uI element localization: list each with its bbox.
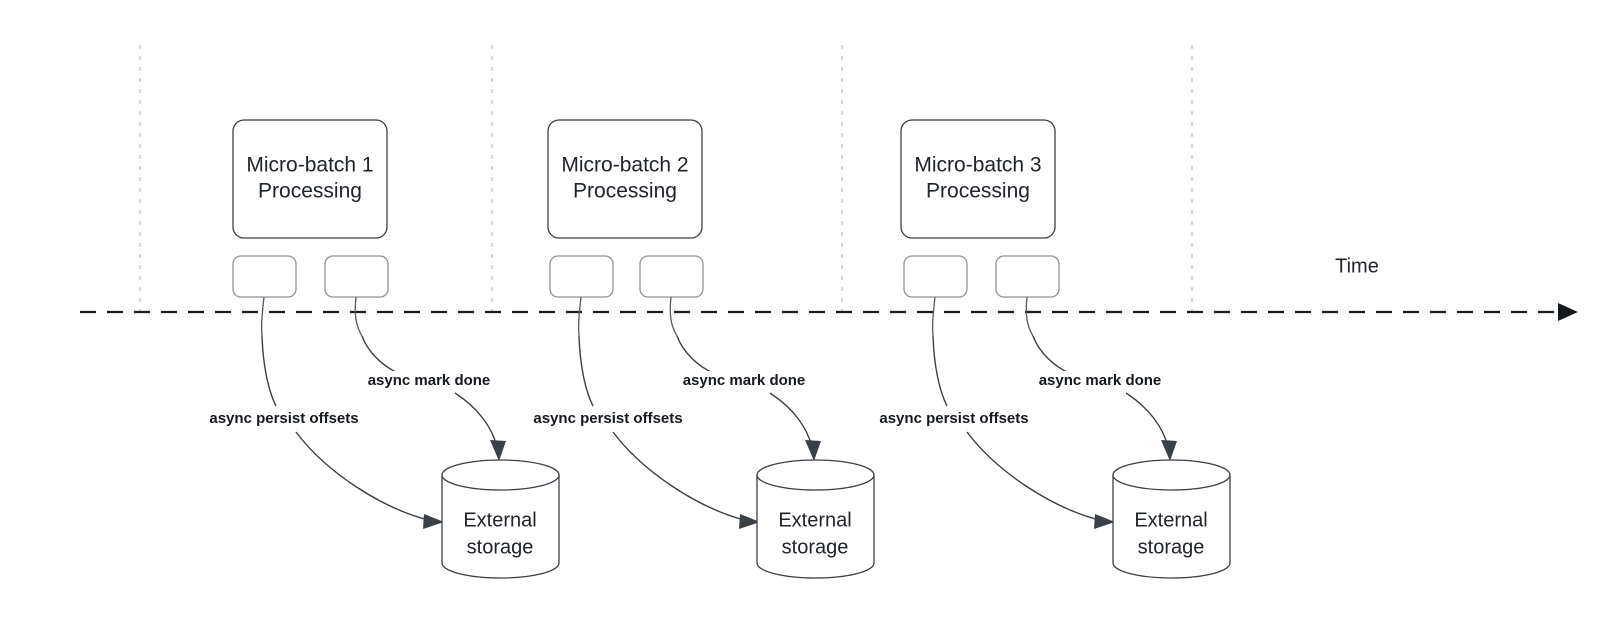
group-1-task-box-b[interactable]	[324, 255, 389, 298]
group-2-mark-done-label: async mark done	[683, 372, 806, 389]
micro-batch-1-label-line2: Processing	[258, 180, 362, 203]
group-3-mark-done-curve-upper	[1032, 335, 1072, 375]
group-2-storage-body	[756, 475, 875, 579]
group-3-persist-label-bg	[864, 409, 1046, 429]
group-1-storage-body	[441, 475, 560, 579]
micro-batch-group-1: Micro-batch 1 Processing async persist o…	[194, 119, 560, 579]
group-1-mark-done-label: async mark done	[368, 372, 491, 389]
group-3-persist-offsets-arrow-icon	[1094, 514, 1115, 529]
group-3-storage-label-line2: storage	[1138, 536, 1205, 558]
group-3-storage-top	[1112, 459, 1231, 491]
micro-batch-group-2: Micro-batch 2 Processing async persist o…	[518, 119, 875, 579]
group-3-task-box-a[interactable]	[903, 255, 968, 298]
group-3-storage-label-line1: External	[1134, 509, 1207, 531]
group-2-mark-done-curve-lower	[769, 392, 813, 448]
group-3-persist-offsets-curve-lower	[966, 431, 1104, 522]
group-1-task-box-a[interactable]	[232, 255, 297, 298]
group-1-external-storage[interactable]: External storage	[441, 459, 560, 579]
group-2-persist-offsets-arrow-icon	[739, 514, 760, 529]
group-1-persist-offsets-curve-lower	[295, 431, 433, 522]
timeline-axis-group	[80, 303, 1578, 321]
time-axis-label: Time	[1335, 255, 1379, 277]
vertical-guides	[139, 45, 1193, 318]
group-3-stub-a	[931, 296, 936, 337]
group-3-storage-body	[1112, 475, 1231, 579]
group-1-persist-offsets-arrow-icon	[423, 514, 444, 529]
group-2-external-storage[interactable]: External storage	[756, 459, 875, 579]
group-3-mark-done-arrow-icon	[1161, 440, 1177, 461]
group-2-storage-label-line1: External	[778, 509, 851, 531]
group-2-storage-label-line2: storage	[782, 536, 849, 558]
group-2-persist-offsets-label: async persist offsets	[533, 410, 682, 427]
group-1-storage-label-line2: storage	[467, 536, 534, 558]
group-3-stub-b	[1025, 296, 1034, 337]
micro-batch-3-box[interactable]	[900, 119, 1056, 239]
group-2-persist-offsets-curve-upper	[578, 335, 594, 407]
micro-batch-2-label-line1: Micro-batch 2	[561, 154, 688, 177]
group-1-storage-top	[441, 459, 560, 491]
group-3-external-storage[interactable]: External storage	[1112, 459, 1231, 579]
micro-batch-3-label-line1: Micro-batch 3	[914, 154, 1041, 177]
group-1-stub-a	[260, 296, 265, 337]
group-3-task-box-b[interactable]	[995, 255, 1060, 298]
micro-batch-2-label-line2: Processing	[573, 180, 677, 203]
group-1-mark-done-arrow-icon	[490, 440, 506, 461]
micro-batch-group-3: Micro-batch 3 Processing async persist o…	[864, 119, 1231, 579]
group-2-task-box-b[interactable]	[639, 255, 704, 298]
group-3-mark-done-curve-lower	[1125, 392, 1169, 448]
group-3-mark-done-label: async mark done	[1039, 372, 1162, 389]
group-2-persist-offsets-curve-lower	[612, 431, 749, 522]
timeline-arrow-icon	[1558, 303, 1578, 321]
group-1-stub-b	[354, 296, 363, 337]
micro-batch-1-box[interactable]	[232, 119, 388, 239]
group-1-mark-done-curve-lower	[454, 392, 498, 448]
group-3-mark-done-label-bg	[1029, 371, 1171, 391]
group-2-task-box-a[interactable]	[549, 255, 614, 298]
micro-batch-2-box[interactable]	[547, 119, 703, 239]
group-3-persist-offsets-label: async persist offsets	[879, 410, 1028, 427]
group-1-mark-done-label-bg	[358, 371, 500, 391]
group-2-stub-a	[577, 296, 582, 337]
group-1-persist-label-bg	[194, 409, 376, 429]
group-1-persist-offsets-label: async persist offsets	[209, 410, 358, 427]
group-2-mark-done-label-bg	[673, 371, 815, 391]
group-2-storage-top	[756, 459, 875, 491]
group-3-persist-offsets-curve-upper	[932, 335, 948, 407]
micro-batch-1-label-line1: Micro-batch 1	[246, 154, 373, 177]
group-2-mark-done-curve-upper	[676, 335, 716, 375]
group-1-storage-label-line1: External	[463, 509, 536, 531]
micro-batch-3-label-line2: Processing	[926, 180, 1030, 203]
group-2-persist-label-bg	[518, 409, 700, 429]
group-2-mark-done-arrow-icon	[805, 440, 821, 461]
group-1-mark-done-curve-upper	[361, 335, 401, 375]
group-1-persist-offsets-curve-upper	[261, 335, 277, 407]
group-2-stub-b	[669, 296, 678, 337]
